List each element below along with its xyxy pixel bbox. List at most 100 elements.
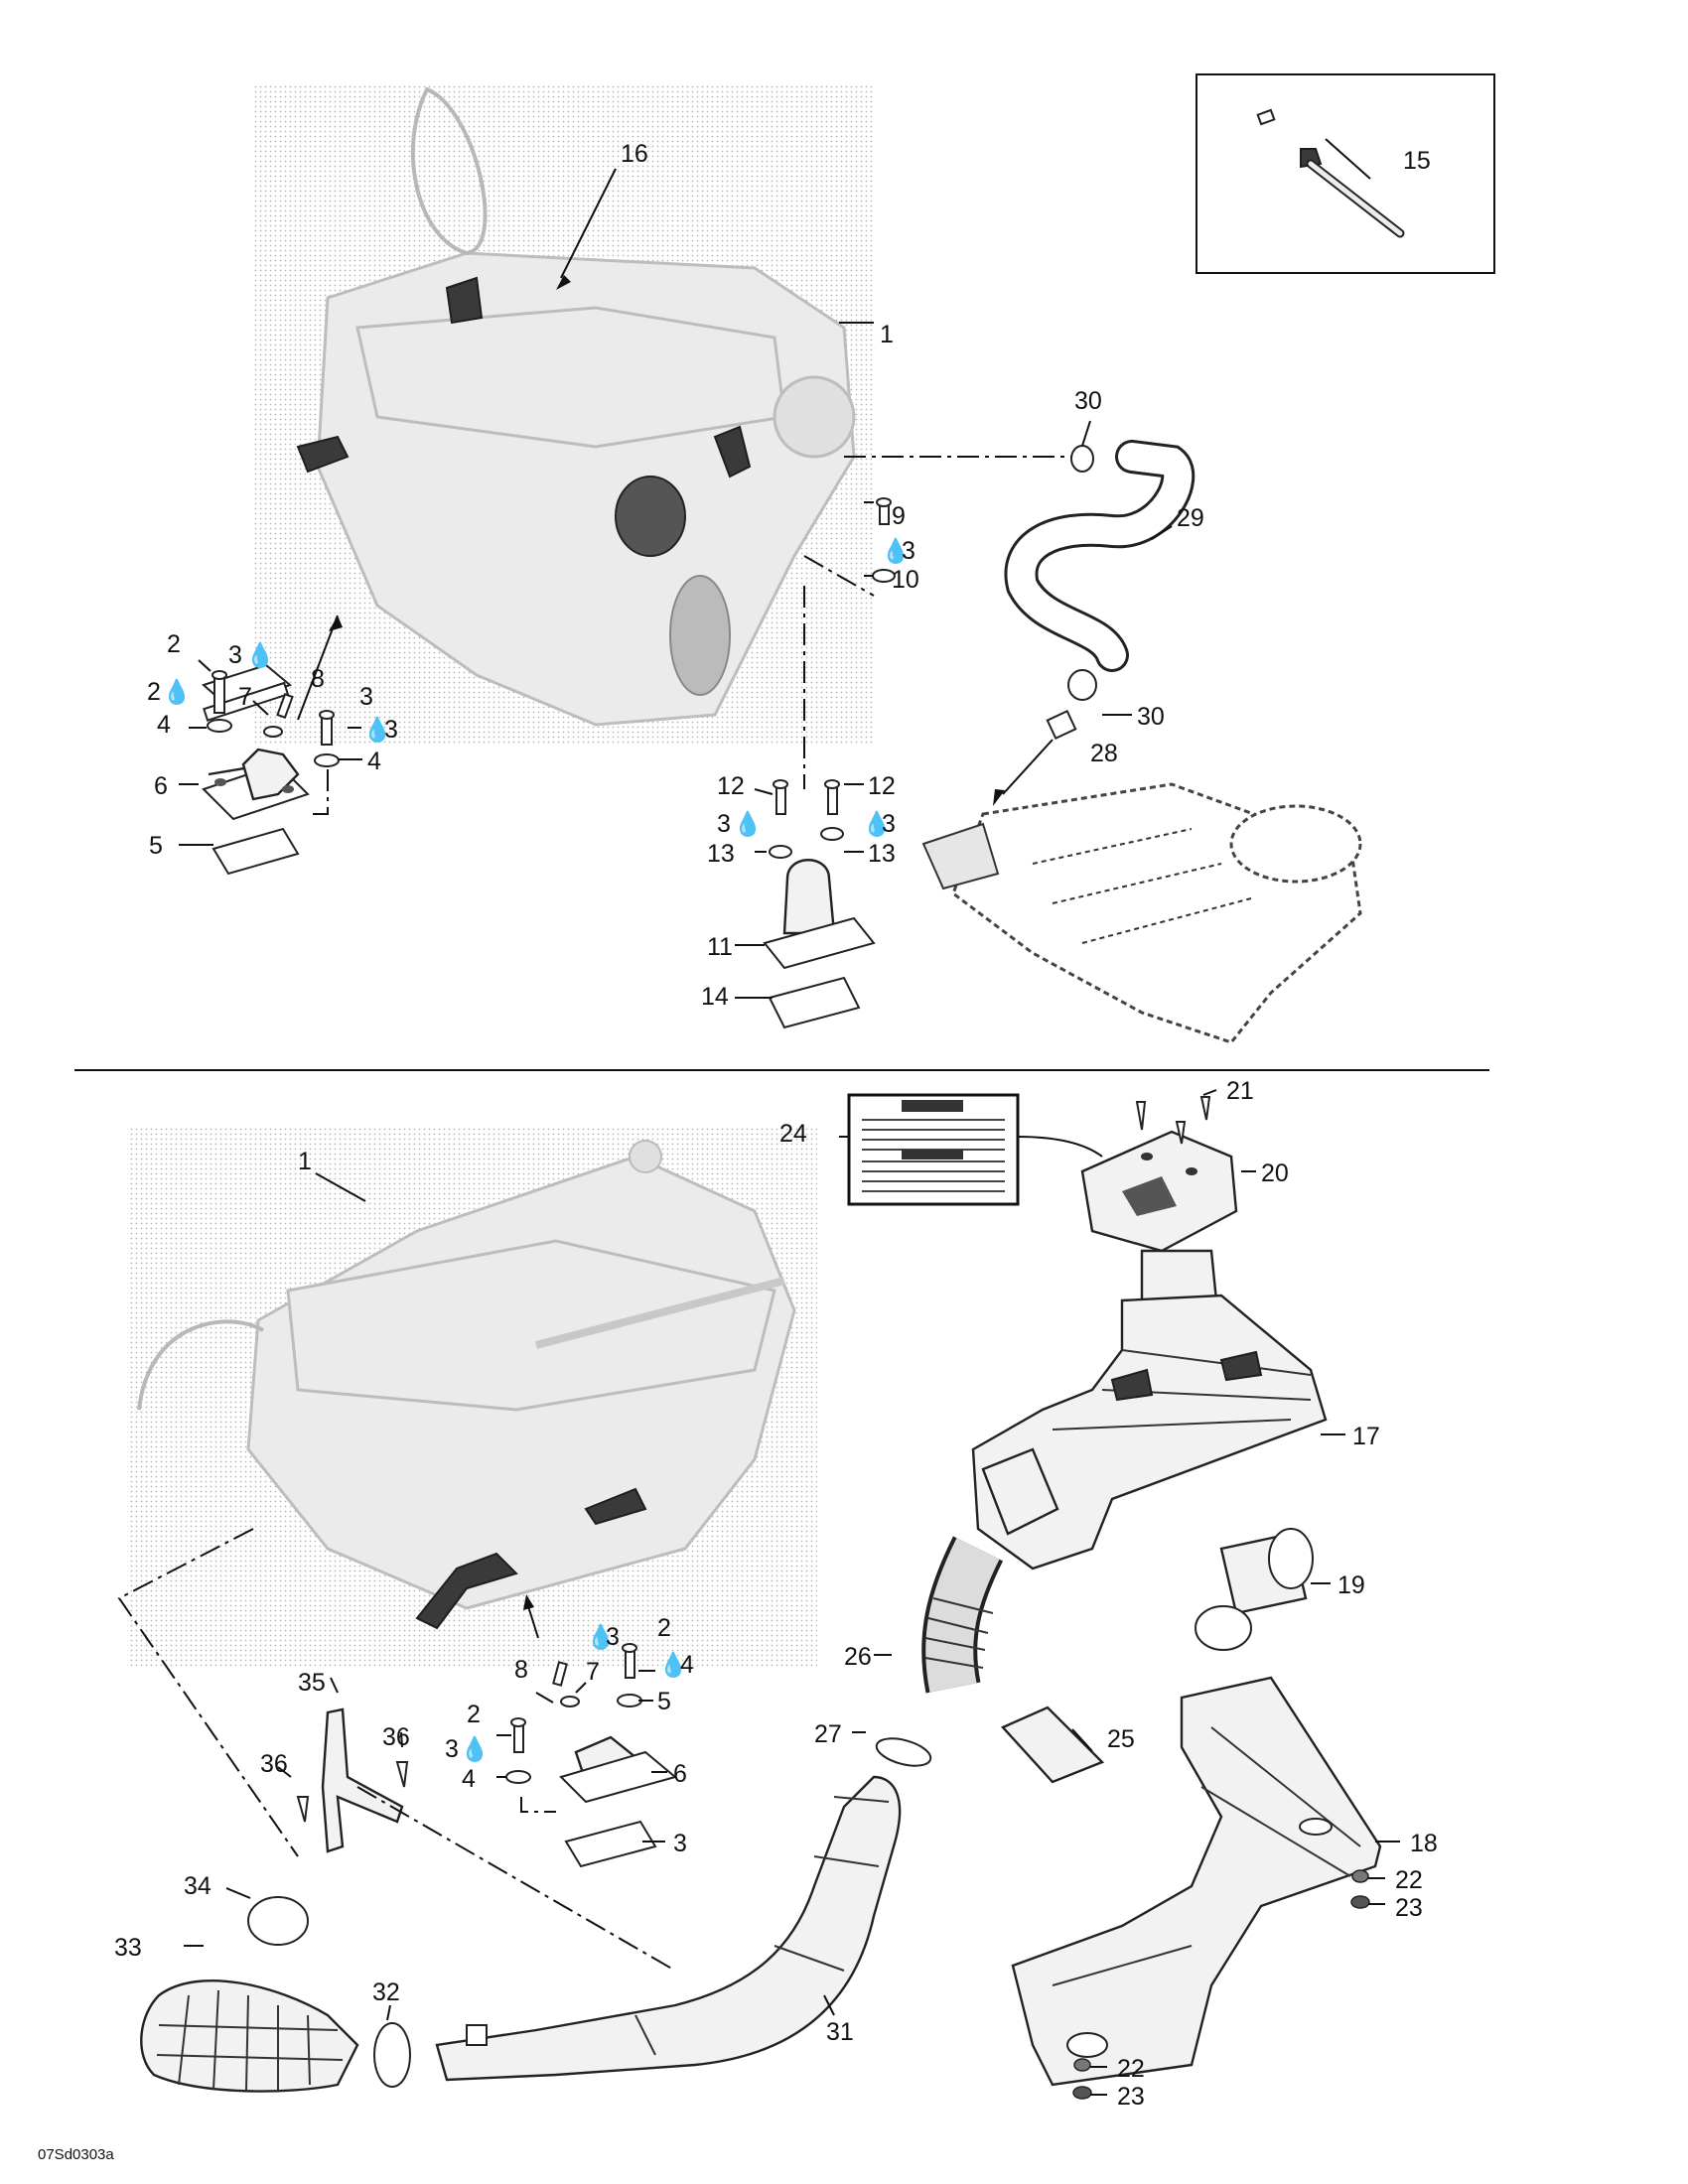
callout-13: 13 <box>707 840 735 868</box>
inset-box-item-15 <box>1196 73 1495 274</box>
callout-2: 3 <box>359 683 373 711</box>
airbox-upper <box>921 782 1362 1044</box>
left-engine-mount-upper <box>202 614 343 876</box>
callout-24: 24 <box>779 1120 807 1148</box>
airbox-base-18 <box>1011 1676 1382 2087</box>
intake-bellows-33 <box>140 1896 359 2093</box>
callout-3: 3 <box>606 1623 620 1651</box>
engine-upper <box>296 86 856 727</box>
warning-label-24 <box>847 1093 1020 1206</box>
callout-3: 3 <box>384 716 398 744</box>
callout-32: 32 <box>372 1979 400 2006</box>
upper-leader-lines <box>179 138 1371 999</box>
callout-36: 36 <box>260 1750 288 1778</box>
callout-5: 3 <box>673 1830 687 1857</box>
callout-17: 17 <box>1352 1423 1380 1450</box>
callout-14: 14 <box>701 983 729 1011</box>
callout-1: 1 <box>880 321 894 348</box>
callout-3: 4 <box>680 1651 694 1679</box>
callout-8: 8 <box>311 665 325 693</box>
leader-engine-to-bellows <box>117 1528 299 1857</box>
callout-3: 3 <box>902 537 915 565</box>
lubricant-drop-icon: 💧 <box>658 1651 688 1679</box>
center-engine-mount-upper <box>763 497 896 1029</box>
callout-3: 2 <box>147 678 161 706</box>
lubricant-drop-icon: 💧 <box>586 1623 616 1651</box>
callout-23: 23 <box>1117 2083 1145 2111</box>
engine-mount-lower <box>505 1594 678 1868</box>
callout-9: 9 <box>892 502 906 530</box>
callout-26: 26 <box>844 1643 872 1671</box>
callout-10: 10 <box>892 566 919 594</box>
callout-2: 2 <box>167 630 181 658</box>
dipstick-item-15 <box>1256 108 1405 238</box>
intake-duct-31 <box>435 1775 902 2082</box>
bracket-35 <box>296 1707 409 1853</box>
callout-12: 12 <box>868 772 896 800</box>
callout-31: 31 <box>826 2018 854 2046</box>
callout-13: 13 <box>868 840 896 868</box>
callout-15: 15 <box>1403 147 1431 175</box>
upper-callout-labels: 16 1 15 30 29 30 28 9 💧 3 10 2 3 💧 2 💧 7… <box>147 140 1431 1011</box>
callout-12: 12 <box>717 772 745 800</box>
callout-7: 7 <box>238 683 252 711</box>
callout-16: 16 <box>621 140 648 168</box>
callout-4: 5 <box>657 1688 671 1715</box>
callout-5: 5 <box>149 832 163 860</box>
clamp-32 <box>373 2022 411 2088</box>
upper-view <box>74 73 1495 1071</box>
callout-23: 23 <box>1395 1894 1423 1922</box>
callout-4: 4 <box>157 711 171 739</box>
airbox-17 <box>971 1249 1328 1570</box>
callout-33: 33 <box>114 1934 142 1962</box>
callout-4: 4 <box>367 748 381 775</box>
callout-29: 29 <box>1177 504 1204 532</box>
airbox-cover-20 <box>1017 1096 1238 1253</box>
nuts-22-23 <box>1072 1869 1370 2100</box>
lubricant-drop-icon: 💧 <box>245 641 275 669</box>
callout-20: 20 <box>1261 1160 1289 1187</box>
callout-30: 30 <box>1074 387 1102 415</box>
callout-27: 27 <box>814 1720 842 1748</box>
leader-bracket-to-duct <box>356 1786 676 1972</box>
lubricant-drop-icon: 💧 <box>362 716 392 744</box>
callout-22: 22 <box>1395 1866 1423 1894</box>
air-tube-19 <box>1195 1528 1314 1651</box>
callout-34: 34 <box>184 1872 211 1900</box>
callout-25: 25 <box>1107 1725 1135 1753</box>
lubricant-drop-icon: 💧 <box>733 810 763 838</box>
callout-3: 3 <box>228 641 242 669</box>
lower-callout-labels: 1 24 21 20 17 19 25 18 22 23 22 23 26 27… <box>114 1077 1438 2111</box>
lubricant-drop-icon: 💧 <box>862 810 892 838</box>
callout-22: 22 <box>1117 2055 1145 2083</box>
callout-11: 11 <box>707 933 733 961</box>
callout-6: 6 <box>154 772 168 800</box>
lower-view <box>117 1089 1400 2100</box>
lubricant-drop-icon: 💧 <box>881 537 911 565</box>
callout-3: 3 <box>445 1735 459 1763</box>
cover-25 <box>1000 1706 1105 1784</box>
callout-3: 3 <box>882 810 896 838</box>
callout-8: 8 <box>514 1656 528 1684</box>
intake-hose-26 <box>875 1536 1004 1767</box>
callout-6: 6 <box>673 1760 687 1788</box>
callout-30: 30 <box>1137 703 1165 731</box>
callout-1: 1 <box>298 1148 312 1175</box>
callout-4: 4 <box>462 1765 476 1793</box>
callout-36: 36 <box>382 1723 410 1751</box>
lubricant-drop-icon: 💧 <box>460 1735 490 1763</box>
lubricant-drop-icon: 💧 <box>162 678 192 706</box>
figure-code: 07Sd0303a <box>38 2146 114 2163</box>
callout-3: 3 <box>717 810 731 838</box>
callout-28: 28 <box>1090 740 1118 767</box>
callout-19: 19 <box>1337 1571 1365 1599</box>
callout-2: 2 <box>467 1701 481 1728</box>
callout-18: 18 <box>1410 1830 1438 1857</box>
callout-21: 21 <box>1226 1077 1254 1105</box>
callout-7: 7 <box>586 1658 600 1686</box>
callout-35: 35 <box>298 1669 326 1697</box>
engine-lower <box>137 1140 796 1630</box>
lower-leader-lines <box>184 1089 1400 2096</box>
